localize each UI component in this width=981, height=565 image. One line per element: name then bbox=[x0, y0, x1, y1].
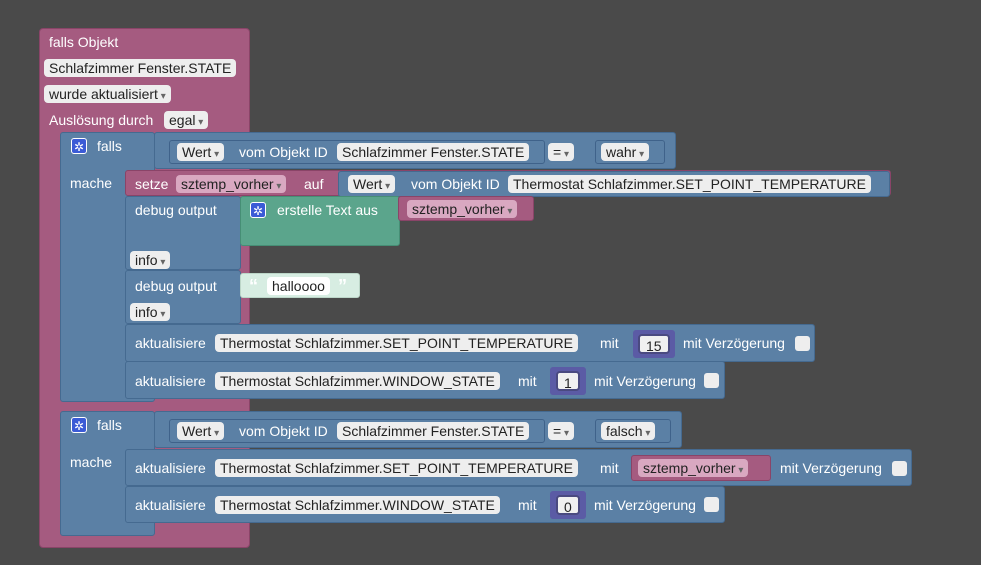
if2-upd1-label: aktualisiere bbox=[135, 460, 206, 476]
if2-upd2-delay-label: mit Verzögerung bbox=[594, 497, 696, 513]
if2-upd2-number-value[interactable]: 0 bbox=[556, 495, 580, 515]
upd1-number-value[interactable]: 15 bbox=[638, 334, 670, 354]
quote-open-icon: “ bbox=[249, 276, 258, 296]
set-label: setze bbox=[135, 176, 169, 192]
debug1-label: debug output bbox=[135, 202, 217, 218]
update-block-2[interactable]: aktualisiere Thermostat Schlafzimmer.WIN… bbox=[125, 361, 725, 399]
if2-cond-vom-label: vom Objekt ID bbox=[239, 423, 328, 439]
gear-icon[interactable]: ✲ bbox=[71, 417, 87, 433]
create-text-label: erstelle Text aus bbox=[277, 202, 378, 218]
checkbox-icon[interactable] bbox=[892, 461, 907, 476]
set-variable-block[interactable]: setze sztemp_vorher auf Wert vom Objekt … bbox=[125, 170, 891, 197]
if1-cond-value-dropdown[interactable]: wahr bbox=[601, 143, 650, 161]
if2-upd2-mit-label: mit bbox=[518, 497, 537, 513]
if1-condition-block[interactable]: Wert vom Objekt ID Schlafzimmer Fenster.… bbox=[154, 132, 676, 169]
debug1-variable-dropdown[interactable]: sztemp_vorher bbox=[407, 200, 518, 218]
if2-falls-label: falls bbox=[97, 417, 122, 433]
trigger-object-field[interactable]: Schlafzimmer Fenster.STATE bbox=[44, 59, 237, 77]
if2-upd2-label: aktualisiere bbox=[135, 497, 206, 513]
if2-cond-value-dropdown[interactable]: falsch bbox=[601, 422, 656, 440]
set-wert-dropdown[interactable]: Wert bbox=[348, 175, 396, 193]
if2-upd1-object-field[interactable]: Thermostat Schlafzimmer.SET_POINT_TEMPER… bbox=[215, 459, 578, 477]
checkbox-icon[interactable] bbox=[704, 373, 719, 388]
debug-output-block-1[interactable]: debug output info bbox=[125, 196, 241, 270]
quote-close-icon: ” bbox=[338, 276, 347, 296]
upd1-delay-label: mit Verzögerung bbox=[683, 335, 785, 351]
if2-mache-label: mache bbox=[70, 454, 113, 470]
debug2-level-dropdown[interactable]: info bbox=[130, 303, 171, 321]
if1-falls-label: falls bbox=[97, 138, 122, 154]
if1-cond-operator-dropdown[interactable]: = bbox=[548, 143, 574, 161]
if2-upd1-mit-label: mit bbox=[600, 460, 619, 476]
if2-update-block-2[interactable]: aktualisiere Thermostat Schlafzimmer.WIN… bbox=[125, 486, 725, 523]
upd2-object-field[interactable]: Thermostat Schlafzimmer.WINDOW_STATE bbox=[215, 372, 500, 390]
gear-icon[interactable]: ✲ bbox=[250, 202, 266, 218]
debug1-level-dropdown[interactable]: info bbox=[130, 251, 171, 269]
upd2-mit-label: mit bbox=[518, 373, 537, 389]
trigger-mode-label: Auslösung durch bbox=[49, 112, 154, 128]
set-object-field[interactable]: Thermostat Schlafzimmer.SET_POINT_TEMPER… bbox=[508, 175, 871, 193]
checkbox-icon[interactable] bbox=[795, 336, 810, 351]
text-literal-block[interactable]: “ halloooo ” bbox=[240, 273, 360, 298]
set-vom-label: vom Objekt ID bbox=[411, 176, 500, 192]
if2-cond-operator-dropdown[interactable]: = bbox=[548, 422, 574, 440]
debug1-variable-block[interactable]: sztemp_vorher bbox=[398, 196, 534, 221]
trigger-event-dropdown[interactable]: wurde aktualisiert bbox=[44, 85, 171, 103]
if2-update-block-1[interactable]: aktualisiere Thermostat Schlafzimmer.SET… bbox=[125, 449, 912, 486]
if2-cond-wert-dropdown[interactable]: Wert bbox=[177, 422, 225, 440]
gear-icon[interactable]: ✲ bbox=[71, 138, 87, 154]
update-block-1[interactable]: aktualisiere Thermostat Schlafzimmer.SET… bbox=[125, 324, 815, 362]
text-literal-field[interactable]: halloooo bbox=[267, 277, 330, 295]
upd2-label: aktualisiere bbox=[135, 373, 206, 389]
if2-cond-object-field[interactable]: Schlafzimmer Fenster.STATE bbox=[337, 422, 530, 440]
if2-upd2-object-field[interactable]: Thermostat Schlafzimmer.WINDOW_STATE bbox=[215, 496, 500, 514]
upd2-number-value[interactable]: 1 bbox=[556, 371, 580, 391]
trigger-mode-dropdown[interactable]: egal bbox=[164, 111, 209, 129]
set-auf-label: auf bbox=[304, 176, 324, 192]
create-text-block[interactable]: ✲ erstelle Text aus bbox=[240, 196, 400, 246]
if2-upd1-variable-dropdown[interactable]: sztemp_vorher bbox=[638, 459, 749, 477]
if2-upd1-delay-label: mit Verzögerung bbox=[780, 460, 882, 476]
if2-condition-block[interactable]: Wert vom Objekt ID Schlafzimmer Fenster.… bbox=[154, 411, 682, 448]
trigger-title: falls Objekt bbox=[49, 34, 119, 50]
upd2-delay-label: mit Verzögerung bbox=[594, 373, 696, 389]
if1-cond-vom-label: vom Objekt ID bbox=[239, 144, 328, 160]
upd1-mit-label: mit bbox=[600, 335, 619, 351]
if1-mache-label: mache bbox=[70, 175, 113, 191]
if1-cond-object-field[interactable]: Schlafzimmer Fenster.STATE bbox=[337, 143, 530, 161]
checkbox-icon[interactable] bbox=[704, 497, 719, 512]
if1-cond-wert-dropdown[interactable]: Wert bbox=[177, 143, 225, 161]
debug-output-block-2[interactable]: debug output info bbox=[125, 270, 241, 324]
set-variable-dropdown[interactable]: sztemp_vorher bbox=[176, 175, 287, 193]
upd1-object-field[interactable]: Thermostat Schlafzimmer.SET_POINT_TEMPER… bbox=[215, 334, 578, 352]
upd1-label: aktualisiere bbox=[135, 335, 206, 351]
debug2-label: debug output bbox=[135, 278, 217, 294]
